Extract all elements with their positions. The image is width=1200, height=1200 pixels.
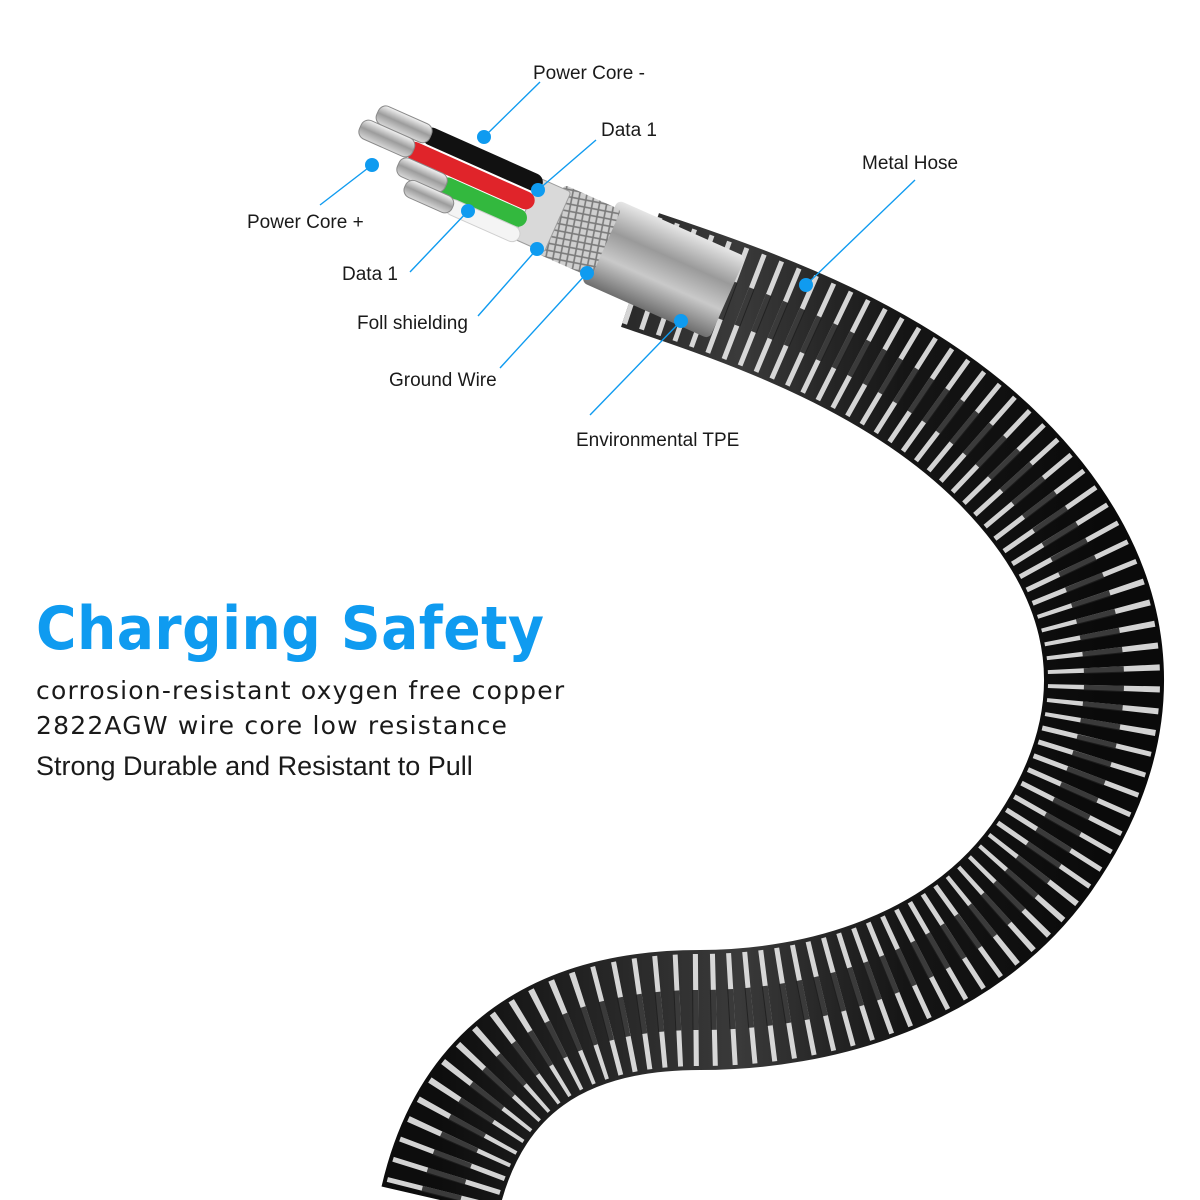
label-power-core-minus: Power Core - [533, 63, 645, 84]
description-line-3: Strong Durable and Resistant to Pull [36, 751, 473, 781]
callout-line-power-core-minus [483, 81, 541, 138]
callout-dot-foil [530, 242, 544, 256]
callout-line-metal-hose [805, 179, 916, 286]
label-data1-bottom: Data 1 [342, 264, 398, 285]
label-foil-shielding: Foll shielding [357, 313, 468, 334]
wire-red [405, 141, 535, 210]
callout-dot-tpe [674, 314, 688, 328]
callout-line-power-core-plus [319, 164, 373, 206]
headline: Charging Safety [36, 594, 545, 664]
strand-red [358, 119, 416, 158]
metal-hose-body [381, 213, 1164, 1200]
wire-black [422, 127, 543, 192]
callout-lines [319, 81, 916, 416]
callout-dot-data1-top [531, 183, 545, 197]
label-power-core-plus: Power Core + [247, 212, 364, 233]
wire-green [438, 177, 527, 227]
strand-white [403, 179, 455, 214]
callout-dot-data1-bottom [461, 204, 475, 218]
callout-line-data1-bottom [409, 210, 469, 273]
callout-line-tpe [589, 320, 682, 416]
callout-line-data1-top [537, 139, 597, 191]
label-data1-top: Data 1 [601, 120, 657, 141]
callout-dot-power-core-minus [477, 130, 491, 144]
description-line-1: corrosion-resistant oxygen free copper [36, 676, 566, 705]
callout-dots [365, 130, 813, 328]
callout-dot-ground [580, 266, 594, 280]
description-line-2: 2822AGW wire core low resistance [36, 711, 509, 740]
label-metal-hose: Metal Hose [862, 153, 959, 174]
callout-dot-power-core-plus [365, 158, 379, 172]
cable-head [358, 105, 744, 338]
label-ground-wire: Ground Wire [389, 370, 497, 391]
callout-line-ground [499, 272, 588, 369]
tpe-sleeve [583, 201, 744, 338]
callout-dot-metal-hose [799, 278, 813, 292]
callout-line-foil [477, 248, 538, 317]
label-environmental-tpe: Environmental TPE [576, 430, 740, 451]
